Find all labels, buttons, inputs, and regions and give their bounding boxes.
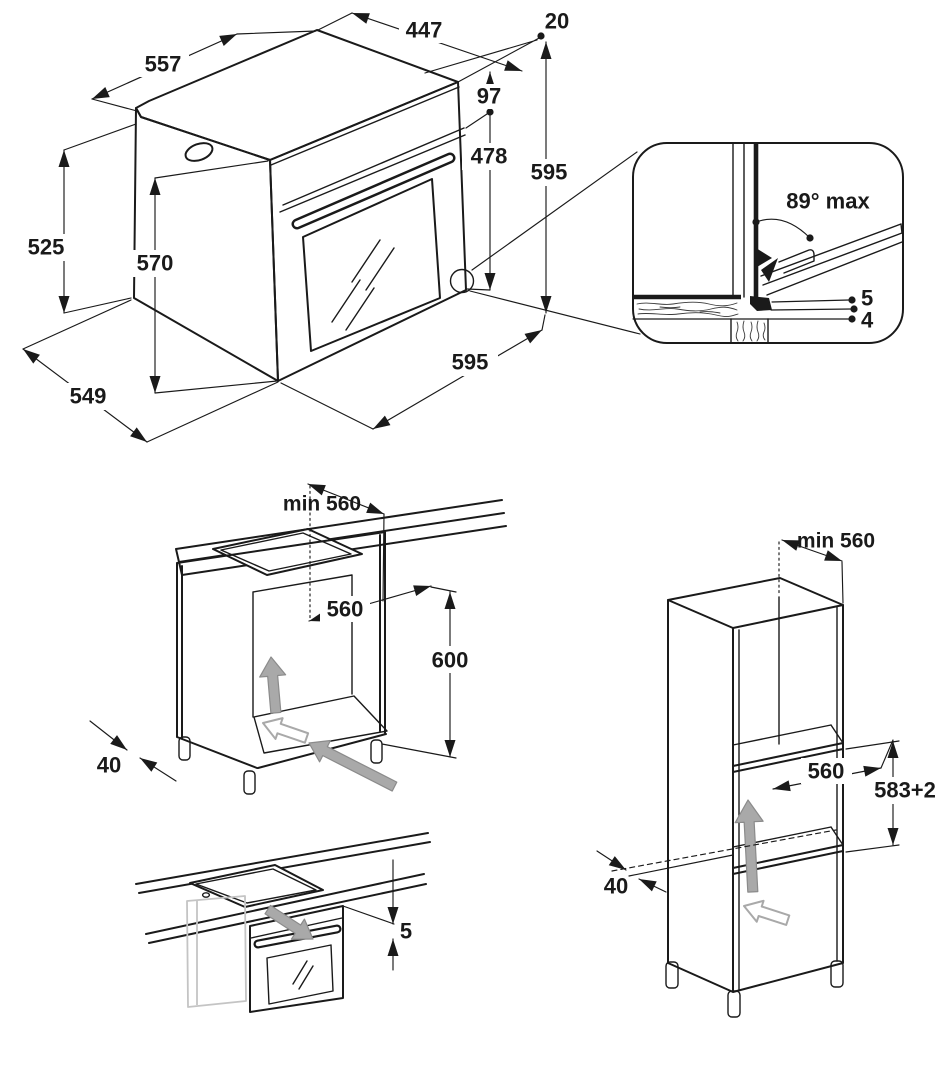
setback-dot <box>537 32 545 40</box>
airflow-intake-arrow-icon <box>262 717 310 744</box>
detail-callout-circle <box>449 268 475 294</box>
dim-base-wall-gap: 40 <box>97 753 121 778</box>
airflow-intake-arrow-icon <box>743 899 791 926</box>
dim-tall-wall-gap: 40 <box>604 874 628 899</box>
view-oven-dimensions: 557 447 20 595 97 478 525 570 <box>20 9 641 443</box>
slide-oven-window <box>266 944 334 1005</box>
dim-front-width: 595 <box>452 350 489 375</box>
insert-direction-arrow-icon <box>264 904 314 940</box>
wall-lines <box>135 832 431 894</box>
view-slide-in-install: 5 <box>135 832 431 1013</box>
dim-door-height: 478 <box>471 144 508 169</box>
view-door-angle-detail: 89° max 5 4 <box>632 142 904 344</box>
end-grain <box>735 320 766 342</box>
dim-top-width: 557 <box>145 52 182 77</box>
detail-box <box>632 142 904 344</box>
dim-tall-min-depth: min 560 <box>797 530 875 553</box>
tall-cabinet-top <box>667 577 844 629</box>
dim-total-height: 595 <box>531 160 568 185</box>
base-cabinet-interior <box>252 574 388 754</box>
dim-base-niche-width: 560 <box>327 597 364 622</box>
airflow-up-arrow-icon <box>259 656 287 714</box>
dim-rear-height: 525 <box>28 235 65 260</box>
detail-ref-lower: 4 <box>861 308 874 333</box>
dim-top-depth: 447 <box>406 18 443 43</box>
slide-oven-body <box>249 905 344 1013</box>
door-bottom-step <box>750 296 772 311</box>
dim-tall-shelf-depth: 560 <box>808 759 845 784</box>
side-vent-hole <box>184 142 214 162</box>
glass-reflection <box>331 239 395 331</box>
dim-setback: 20 <box>545 9 569 34</box>
base-cabinet-body <box>176 531 387 769</box>
detail-ref-upper: 5 <box>861 286 873 311</box>
dim-base-min-depth: min 560 <box>283 493 361 516</box>
ghost-niche <box>186 895 247 1008</box>
hinge <box>756 248 778 282</box>
oven-front-face <box>269 81 467 382</box>
detail-angle-label: 89° max <box>786 189 870 214</box>
counter-front-edges <box>145 873 427 944</box>
view-tall-cabinet-install: min 560 560 583+2 40 <box>596 530 938 1018</box>
dim-base-depth: 549 <box>70 384 107 409</box>
inner-glass-pack <box>778 249 815 274</box>
worktop-wood-grain <box>636 301 739 317</box>
dim-insert-clearance: 5 <box>400 919 412 944</box>
open-door-slab <box>760 223 903 296</box>
dim-panel-height: 97 <box>477 84 501 109</box>
dim-front-height: 570 <box>137 251 174 276</box>
cabinet-panel-lines <box>732 142 745 298</box>
oven-top-face <box>135 29 459 161</box>
tall-cabinet-body <box>667 599 844 993</box>
view-base-cabinet-install: min 560 560 600 40 <box>89 483 507 795</box>
dim-tall-niche-height: 583+2 <box>874 778 936 803</box>
dim-base-niche-height: 600 <box>432 648 469 673</box>
control-panel-bottom-edge <box>282 127 465 206</box>
door-window <box>302 178 441 352</box>
airflow-inlet-arrow-icon <box>308 739 398 792</box>
tall-cabinet-legs <box>665 960 844 1018</box>
cabinet-legs <box>178 736 383 795</box>
detail-leader-lines <box>469 151 641 335</box>
oven-left-face <box>133 107 279 382</box>
